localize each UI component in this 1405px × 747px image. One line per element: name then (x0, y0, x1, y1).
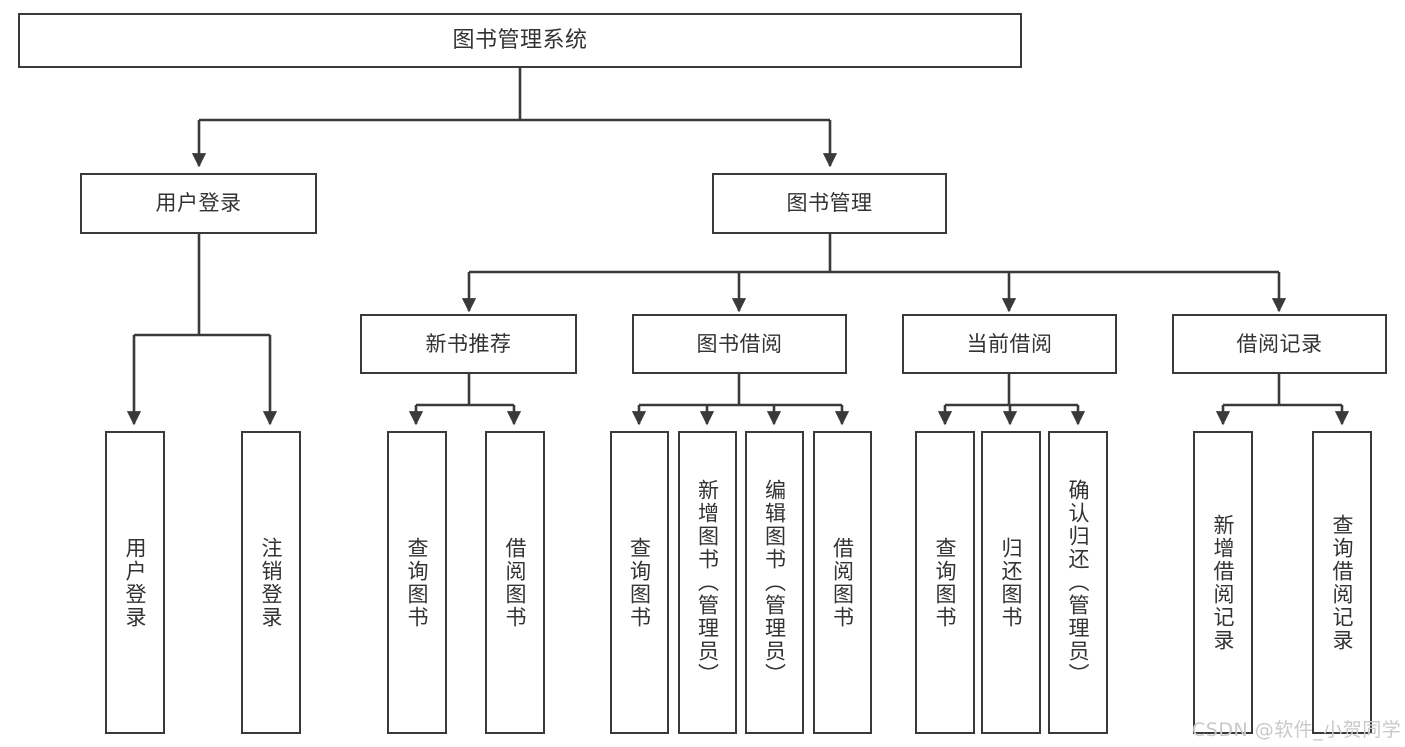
node-label: 借阅图书 (830, 536, 855, 629)
node-new-book-recommend[interactable]: 新书推荐 (360, 314, 577, 374)
node-label: 编辑图书（管理员） (762, 479, 787, 686)
node-label: 借阅图书 (503, 536, 528, 629)
node-leaf-borrow-book-2[interactable]: 借阅图书 (813, 431, 872, 734)
node-label: 归还图书 (999, 536, 1024, 629)
node-label: 图书借阅 (696, 331, 783, 356)
node-leaf-add-record[interactable]: 新增借阅记录 (1193, 431, 1253, 734)
node-leaf-return-book[interactable]: 归还图书 (981, 431, 1041, 734)
node-label: 确认归还（管理员） (1066, 479, 1091, 686)
node-leaf-user-login[interactable]: 用户登录 (105, 431, 165, 734)
node-label: 借阅记录 (1236, 331, 1323, 356)
node-label: 图书管理 (786, 191, 873, 216)
node-leaf-confirm-return[interactable]: 确认归还（管理员） (1048, 431, 1108, 734)
node-leaf-query-book-3[interactable]: 查询图书 (915, 431, 975, 734)
node-label: 用户登录 (123, 536, 148, 629)
node-leaf-logout-login[interactable]: 注销登录 (241, 431, 301, 734)
node-leaf-add-book[interactable]: 新增图书（管理员） (678, 431, 737, 734)
node-label: 查询图书 (627, 536, 652, 629)
node-book-management[interactable]: 图书管理 (712, 173, 947, 234)
node-label: 新增借阅记录 (1211, 513, 1236, 652)
node-current-borrow[interactable]: 当前借阅 (902, 314, 1117, 374)
node-leaf-query-book-1[interactable]: 查询图书 (387, 431, 447, 734)
node-book-borrow[interactable]: 图书借阅 (632, 314, 847, 374)
node-borrow-record[interactable]: 借阅记录 (1172, 314, 1387, 374)
node-leaf-borrow-book-1[interactable]: 借阅图书 (485, 431, 545, 734)
node-label: 注销登录 (259, 536, 284, 629)
node-leaf-edit-book[interactable]: 编辑图书（管理员） (745, 431, 804, 734)
csdn-watermark: CSDN @软件_小贺同学 (1192, 719, 1402, 741)
node-leaf-query-book-2[interactable]: 查询图书 (610, 431, 669, 734)
node-label: 查询借阅记录 (1330, 513, 1355, 652)
node-label: 新书推荐 (425, 331, 512, 356)
node-label: 图书管理系统 (452, 27, 588, 53)
node-root-system[interactable]: 图书管理系统 (18, 13, 1022, 68)
node-label: 当前借阅 (966, 331, 1053, 356)
node-leaf-query-record[interactable]: 查询借阅记录 (1312, 431, 1372, 734)
node-label: 查询图书 (933, 536, 958, 629)
node-label: 查询图书 (405, 536, 430, 629)
node-user-login[interactable]: 用户登录 (80, 173, 317, 234)
node-label: 用户登录 (155, 191, 242, 216)
node-label: 新增图书（管理员） (695, 479, 720, 686)
